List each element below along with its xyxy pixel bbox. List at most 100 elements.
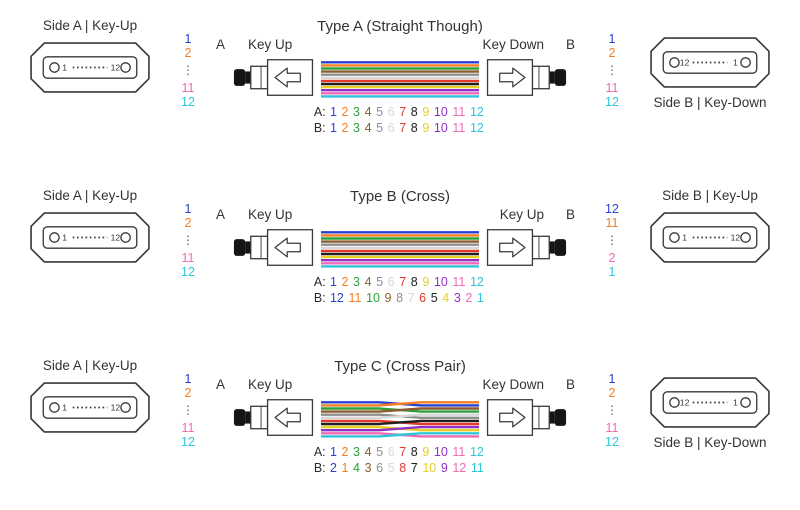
map-number: 7	[399, 105, 407, 119]
fiber-number: 1	[184, 202, 192, 216]
map-number: 12	[469, 105, 484, 119]
map-number: 6	[387, 275, 395, 289]
key-right-label: Key Down	[482, 37, 544, 52]
mpo-face-a-icon: 1 12	[30, 212, 150, 263]
fiber-ribbon	[321, 400, 479, 438]
face-last-pin: 12	[111, 233, 121, 243]
end-a-label: A	[216, 207, 226, 222]
fiber-number: 1	[608, 265, 616, 279]
map-number: 5	[387, 461, 395, 475]
map-a-label: A:	[313, 275, 326, 289]
face-last-pin: 12	[731, 233, 741, 243]
ellipsis: ⋮	[182, 63, 194, 77]
ellipsis: ⋮	[606, 63, 618, 77]
map-number: 7	[399, 445, 407, 459]
side-a-label: Side A | Key-Up	[42, 358, 138, 373]
map-number: 10	[433, 105, 448, 119]
mpo-plug-left-icon	[233, 59, 314, 96]
ellipsis: ⋮	[182, 233, 194, 247]
map-number: 4	[364, 275, 372, 289]
face-last-pin: 1	[733, 398, 738, 408]
ellipsis: ⋮	[606, 403, 618, 417]
map-b-label: B:	[313, 121, 326, 135]
map-number: 8	[410, 105, 418, 119]
mpo-face-a-icon: 1 12	[30, 42, 150, 93]
map-number: 1	[329, 445, 337, 459]
map-number: 9	[422, 445, 430, 459]
map-number: 4	[364, 105, 372, 119]
face-last-pin: 1	[733, 58, 738, 68]
fiber-number: 2	[184, 386, 192, 400]
map-number: 3	[453, 291, 461, 305]
map-number: 10	[422, 461, 437, 475]
key-right-label: Key Up	[499, 207, 544, 222]
cable-hardware	[233, 56, 567, 99]
map-number: 1	[476, 291, 484, 305]
map-number: 3	[353, 105, 360, 119]
side-a-block: Side A | Key-Up 1 12	[6, 18, 174, 96]
side-b-block: 12 1 Side B | Key-Down	[626, 358, 794, 451]
mpo-plug-right-icon	[486, 229, 567, 266]
face-first-pin: 12	[680, 58, 690, 68]
fiber-number: 2	[608, 386, 616, 400]
map-number: 3	[353, 445, 360, 459]
fiber-number: 11	[181, 81, 195, 95]
fiber-number: 11	[605, 81, 619, 95]
key-right-label: Key Down	[482, 377, 544, 392]
map-number: 11	[452, 445, 466, 459]
map-number: 12	[452, 461, 467, 475]
map-number: 2	[341, 445, 349, 459]
face-first-pin: 12	[680, 398, 690, 408]
key-left-label: Key Up	[248, 37, 293, 52]
fiber-number: 2	[608, 46, 616, 60]
fiber-number: 12	[605, 202, 619, 216]
map-number: 4	[442, 291, 450, 305]
map-number: 12	[469, 121, 484, 135]
face-first-pin: 1	[62, 403, 67, 413]
fiber-number: 12	[605, 435, 619, 449]
mpo-plug-left-icon	[233, 229, 314, 266]
map-b-label: B:	[313, 461, 326, 475]
map-number: 2	[341, 275, 349, 289]
mpo-plug-right-icon	[486, 59, 567, 96]
map-number: 7	[410, 461, 418, 475]
map-number: 9	[422, 121, 430, 135]
map-number: 3	[353, 275, 360, 289]
map-number: 2	[329, 461, 337, 475]
fiber-number: 2	[184, 46, 192, 60]
end-a-label: A	[216, 37, 226, 52]
mpo-face-b-icon: 1 12	[650, 212, 770, 263]
map-number: 6	[387, 445, 395, 459]
side-a-label: Side A | Key-Up	[42, 18, 138, 33]
map-number: 1	[329, 275, 337, 289]
map-number: 5	[376, 121, 384, 135]
map-number: 6	[387, 121, 395, 135]
map-number: 9	[384, 291, 392, 305]
map-a-label: A:	[313, 445, 326, 459]
map-number: 6	[376, 461, 384, 475]
map-a-label: A:	[313, 105, 326, 119]
map-number: 3	[353, 121, 360, 135]
mpo-plug-right-icon	[486, 399, 567, 436]
end-b-label: B	[566, 207, 576, 222]
key-left-label: Key Up	[248, 377, 293, 392]
fiber-number: 11	[605, 216, 619, 230]
cable-hardware	[233, 226, 567, 269]
fiber-number: 2	[184, 216, 192, 230]
map-number: 11	[452, 275, 466, 289]
face-first-pin: 1	[682, 233, 687, 243]
